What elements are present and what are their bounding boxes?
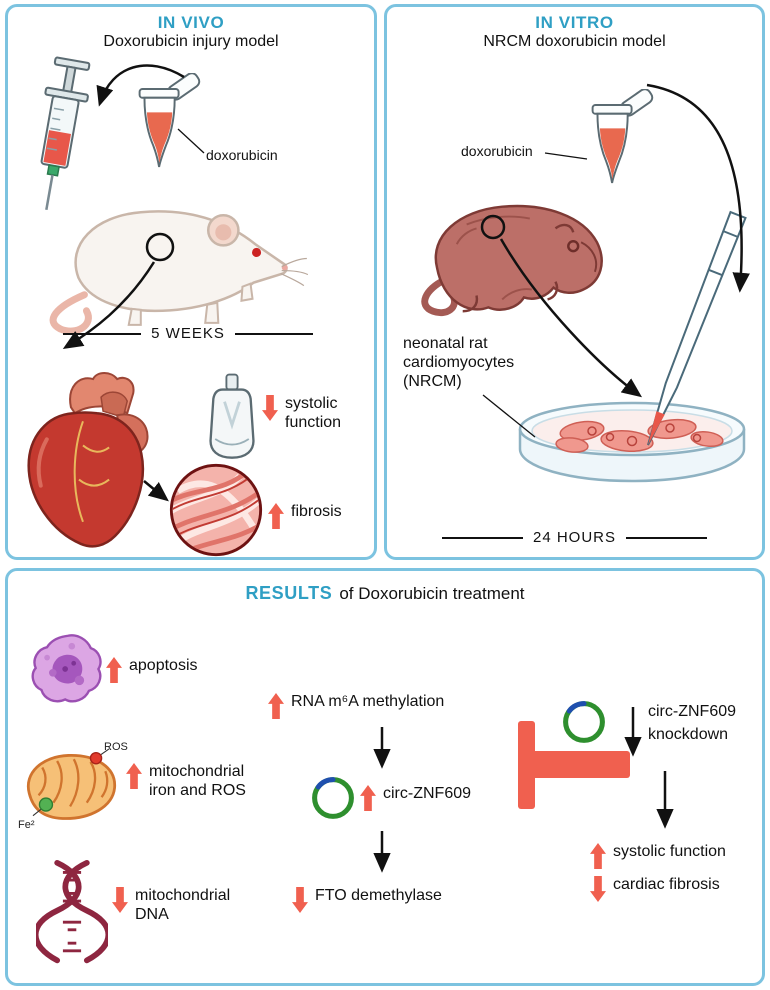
tube-to-syringe-arrow [96, 64, 185, 107]
finding-label: mitochondrial DNA [135, 887, 231, 923]
knockdown-label-line1: circ-ZNF609 [648, 703, 737, 720]
doxorubicin-leader-line [544, 152, 588, 160]
in-vitro-title: IN VITRO [535, 13, 614, 32]
finding-systolic-function: systolic function [262, 395, 365, 433]
in-vivo-subtitle: Doxorubicin injury model [103, 33, 279, 50]
duration-rule [626, 536, 707, 539]
finding-fto: FTO demethylase [292, 887, 442, 913]
in-vivo-title: IN VIVO [157, 13, 225, 32]
duration-5-weeks: 5 WEEKS [63, 325, 313, 342]
duration-label: 5 WEEKS [151, 325, 225, 342]
doxorubicin-label: doxorubicin [206, 147, 278, 163]
apoptotic-cell-icon [31, 634, 102, 703]
magnifier-circle [145, 232, 175, 262]
pup-to-dish-arrow [499, 238, 643, 398]
finding-label: systolic function [285, 395, 342, 431]
petri-dish-icon [518, 401, 746, 483]
inhibition-symbol [518, 721, 630, 809]
nrcm-leader-line [482, 394, 536, 438]
finding-fibrosis: fibrosis [268, 503, 342, 529]
doxorubicin-leader-line [177, 128, 205, 154]
finding-label: RNA m⁶A methylation [291, 693, 445, 710]
pipette-icon [647, 210, 747, 446]
finding-rna-methylation: RNA m⁶A methylation [268, 693, 444, 719]
outcome-label: systolic function [613, 843, 726, 860]
results-title-highlight: RESULTS [245, 583, 333, 603]
heart-illustration [27, 372, 149, 548]
heart-to-histology-arrow [143, 480, 169, 502]
dna-icon [36, 859, 108, 964]
duration-rule [234, 332, 313, 335]
doxorubicin-label: doxorubicin [461, 143, 533, 159]
results-title-rest: of Doxorubicin treatment [339, 584, 525, 603]
duration-rule [442, 536, 523, 539]
finding-label: apoptosis [129, 657, 198, 674]
in-vitro-panel: IN VITRO NRCM doxorubicin model doxorubi… [384, 4, 765, 560]
results-panel: RESULTS of Doxorubicin treatment apoptos… [5, 568, 765, 986]
duration-label: 24 HOURS [532, 529, 617, 546]
outcome-systolic-function: systolic function [590, 843, 726, 869]
iron-dot [38, 797, 54, 812]
finding-label: fibrosis [291, 503, 342, 520]
fe-label: Fe² [18, 819, 35, 831]
knockdown-label-line2: knockdown [648, 726, 729, 743]
outcome-cardiac-fibrosis: cardiac fibrosis [590, 876, 720, 902]
finding-mito-dna: mitochondrial DNA [112, 887, 239, 925]
finding-circ-znf609: circ-ZNF609 [360, 785, 471, 811]
in-vivo-connectors [62, 64, 205, 502]
in-vivo-panel: IN VIVO Doxorubicin injury model [5, 4, 377, 560]
rat-to-heart-arrow [62, 261, 156, 349]
finding-mito-iron-ros: mitochondrial iron and ROS [126, 763, 253, 801]
tube-to-pipette-arrow [646, 83, 750, 293]
ros-label: ROS [104, 741, 128, 753]
magnifier-circle [480, 214, 506, 240]
finding-label: mitochondrial iron and ROS [149, 763, 246, 799]
duration-24-hours: 24 HOURS [442, 529, 707, 546]
results-connectors [373, 707, 674, 873]
neonatal-rat-illustration [421, 204, 603, 317]
finding-label: circ-ZNF609 [383, 785, 472, 802]
outcome-label: cardiac fibrosis [613, 876, 720, 893]
doxorubicin-tube-icon [591, 89, 654, 184]
ros-dot [89, 751, 103, 765]
ultrasound-probe-icon [209, 373, 255, 459]
in-vitro-subtitle: NRCM doxorubicin model [483, 33, 666, 50]
finding-label: FTO demethylase [315, 887, 442, 904]
in-vitro-connectors [480, 83, 750, 446]
circrna-icon [563, 701, 605, 743]
duration-rule [63, 332, 142, 335]
nrcm-label: neonatal rat cardiomyocytes (NRCM) [403, 335, 515, 390]
fibrosis-histology-icon [169, 463, 263, 557]
finding-apoptosis: apoptosis [106, 657, 198, 683]
syringe-icon [40, 56, 91, 211]
doxorubicin-tube-icon [138, 73, 201, 168]
rat-illustration [49, 210, 308, 335]
results-title: RESULTS of Doxorubicin treatment [8, 583, 762, 604]
mitochondria-icon [26, 748, 116, 820]
circrna-icon [312, 777, 354, 819]
